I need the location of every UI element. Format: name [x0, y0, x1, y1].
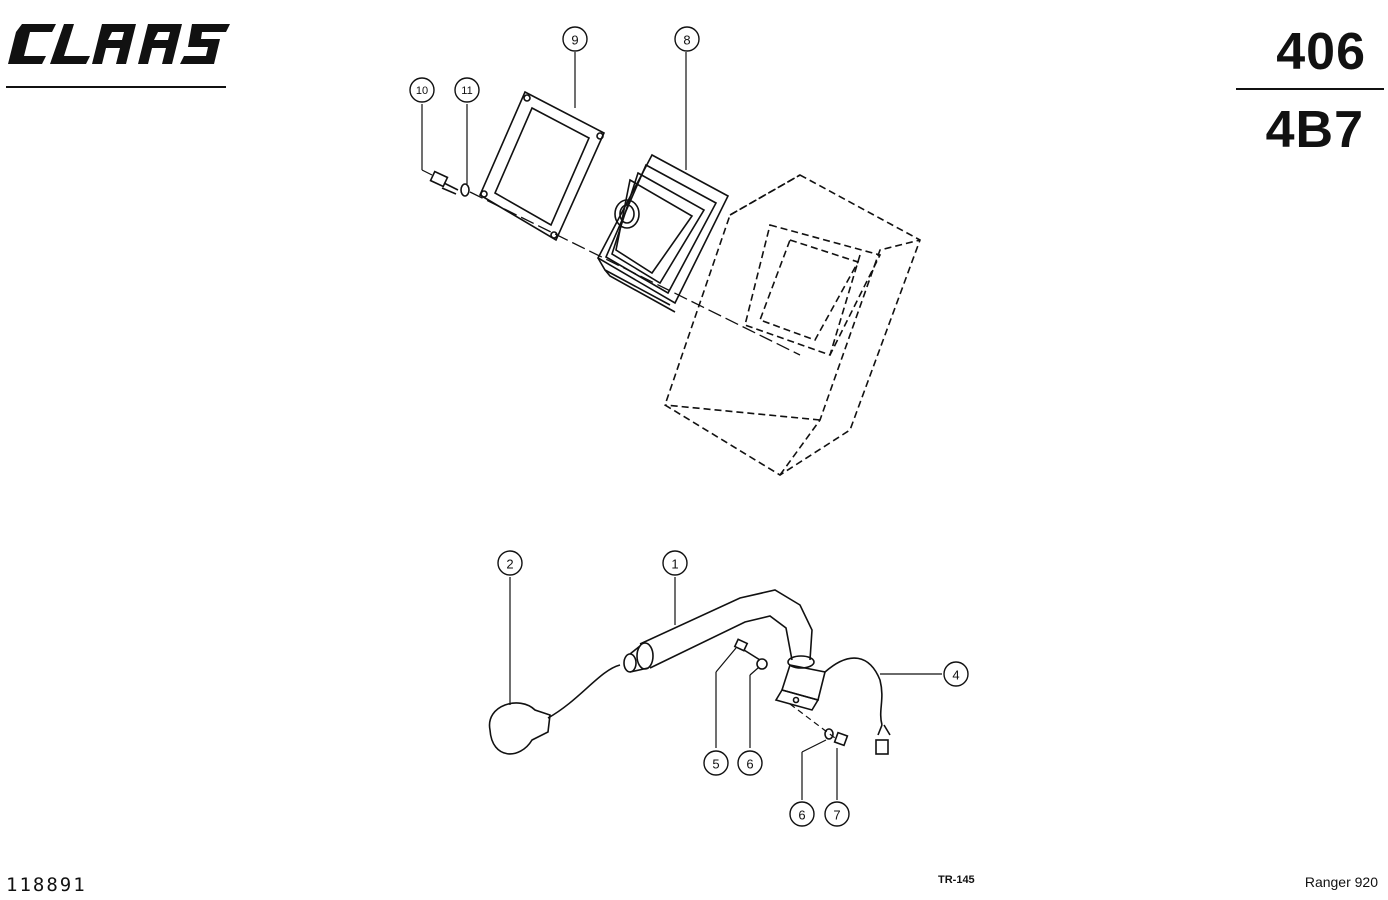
callout-1 — [662, 550, 688, 576]
tr-code: TR-145 — [938, 874, 975, 886]
part-4-switch-block — [774, 657, 891, 755]
callout-6a-label: 6 — [746, 757, 753, 772]
part-6-washer-b — [824, 728, 834, 740]
callout-8-label: 8 — [683, 33, 690, 48]
part-10-screw — [429, 170, 459, 195]
part-1-lever-tube — [623, 589, 815, 673]
callout-11-label: 11 — [461, 85, 472, 97]
callout-6a — [737, 750, 763, 776]
drawing-number: 118891 — [6, 874, 87, 896]
console-housing-phantom — [664, 174, 921, 476]
part-6-washer-a — [756, 658, 768, 670]
callout-5-label: 5 — [712, 757, 719, 772]
model-name: Ranger 920 — [1304, 874, 1378, 890]
part-7-nut — [833, 731, 849, 747]
part-11-washer — [460, 183, 470, 197]
part-2-knob — [488, 664, 621, 755]
header-rule-right — [1236, 88, 1384, 90]
callout-11 — [454, 77, 480, 103]
callout-4 — [943, 661, 969, 687]
part-5-screw — [733, 638, 761, 661]
page-number: 406 — [1276, 23, 1366, 81]
callout-7-label: 7 — [833, 808, 840, 823]
callout-4-label: 4 — [952, 668, 959, 683]
section-code: 4B7 — [1265, 101, 1364, 159]
callout-2-label: 2 — [506, 557, 513, 572]
callout-6b — [789, 801, 815, 827]
part-9-gasket — [478, 90, 606, 242]
callout-7 — [824, 801, 850, 827]
callout-6b-label: 6 — [798, 808, 805, 823]
callout-10-label: 10 — [416, 85, 428, 97]
part-8-boot — [596, 153, 730, 313]
callout-10 — [409, 77, 435, 103]
callout-1-label: 1 — [671, 557, 678, 572]
callout-2 — [497, 550, 523, 576]
claas-logo — [8, 24, 230, 64]
callout-8 — [674, 26, 700, 52]
callout-9-label: 9 — [571, 33, 578, 48]
callout-5 — [703, 750, 729, 776]
callout-9 — [562, 26, 588, 52]
header-rule-left — [6, 86, 226, 88]
